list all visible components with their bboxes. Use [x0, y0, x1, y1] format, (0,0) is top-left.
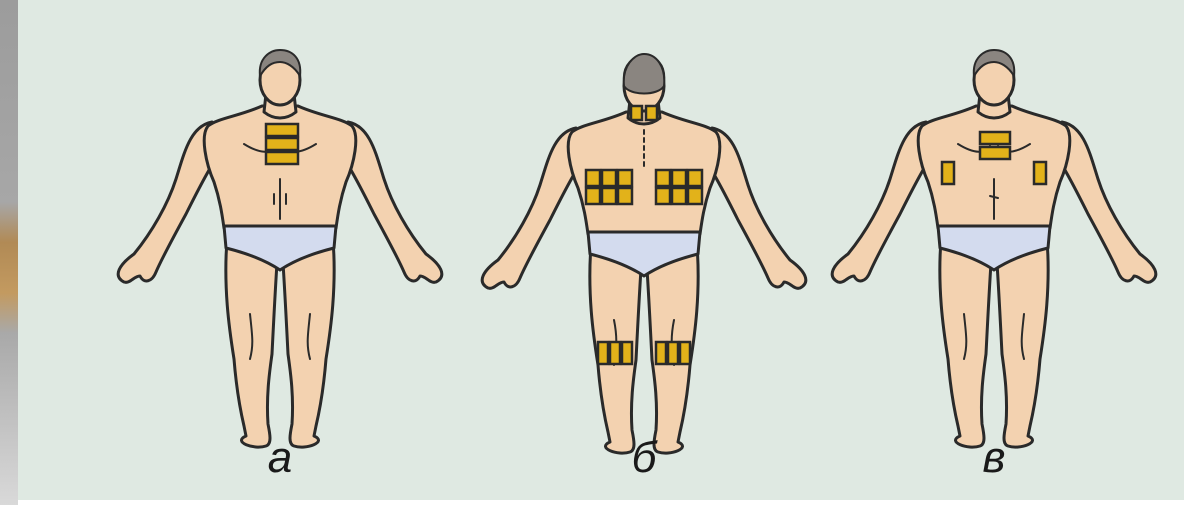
caption-a: а: [250, 436, 310, 480]
plaster-chest-2: [266, 138, 298, 150]
plaster-back-r2: [672, 170, 686, 186]
plaster-chest-3: [266, 152, 298, 164]
plaster-back-l2: [602, 170, 616, 186]
plaster-back-l1: [586, 170, 600, 186]
caption-v: в: [964, 436, 1024, 480]
plaster-knee-l1: [598, 342, 608, 364]
plaster-knee-l3: [622, 342, 632, 364]
plaster-back-l3: [618, 170, 632, 186]
caption-b: б: [614, 436, 674, 480]
plaster-back-r1: [656, 170, 670, 186]
plaster-side-right: [1034, 162, 1046, 184]
plaster-neck-1: [631, 106, 642, 120]
plaster-back-l4: [586, 188, 600, 204]
left-edge-strip: [0, 0, 18, 505]
diagram-panel: а б в: [18, 0, 1184, 500]
figure-b-back: [482, 54, 806, 453]
figure-a-front: [118, 50, 442, 447]
plaster-back-r3: [688, 170, 702, 186]
figure-v-front: [832, 50, 1156, 447]
plaster-back-l5: [602, 188, 616, 204]
plaster-side-left: [942, 162, 954, 184]
plaster-neck-2: [646, 106, 657, 120]
plaster-chest-1: [980, 132, 1010, 144]
plaster-knee-r1: [656, 342, 666, 364]
plaster-knee-l2: [610, 342, 620, 364]
plaster-back-r4: [656, 188, 670, 204]
plaster-back-l6: [618, 188, 632, 204]
body-figures-svg: [18, 0, 1184, 500]
plaster-chest-1: [266, 124, 298, 136]
plaster-back-r6: [688, 188, 702, 204]
plaster-knee-r3: [680, 342, 690, 364]
plaster-knee-r2: [668, 342, 678, 364]
plaster-chest-2: [980, 147, 1010, 159]
plaster-back-r5: [672, 188, 686, 204]
